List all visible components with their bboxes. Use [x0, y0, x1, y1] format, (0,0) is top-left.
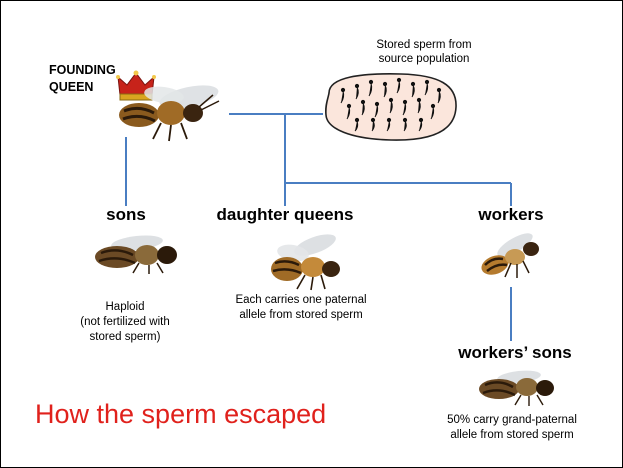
sons-heading: sons — [89, 205, 163, 225]
sons-caption-line2: (not fertilized with — [51, 315, 199, 330]
workers-sons-caption: 50% carry grand-paternal allele from sto… — [425, 413, 599, 443]
worker-bee-icon — [471, 233, 551, 281]
daughter-queens-caption: Each carries one paternal allele from st… — [221, 293, 381, 323]
daughter-queens-caption-line2: allele from stored sperm — [221, 308, 381, 323]
workers-son-bee-icon — [473, 367, 559, 407]
son-bee-icon — [87, 233, 183, 275]
daughter-queens-caption-line1: Each carries one paternal — [221, 293, 381, 308]
sons-caption-line1: Haploid — [51, 300, 199, 315]
daughter-queen-bee-icon — [263, 233, 353, 291]
founding-queen-label-line2: QUEEN — [49, 79, 116, 96]
sons-caption-line3: stored sperm) — [51, 330, 199, 345]
founding-queen-bee-icon — [109, 83, 231, 143]
workers-sons-heading: workers’ sons — [445, 343, 585, 363]
workers-sons-caption-line2: allele from stored sperm — [425, 428, 599, 443]
stored-sperm-label-line1: Stored sperm from — [349, 38, 499, 52]
sons-caption: Haploid (not fertilized with stored sper… — [51, 300, 199, 345]
sperm-sac-icon — [321, 71, 461, 143]
workers-sons-caption-line1: 50% carry grand-paternal — [425, 413, 599, 428]
workers-heading: workers — [466, 205, 556, 225]
stored-sperm-label-line2: source population — [349, 52, 499, 66]
daughter-queens-heading: daughter queens — [203, 205, 367, 225]
slide-title: How the sperm escaped — [35, 399, 326, 430]
stored-sperm-label: Stored sperm from source population — [349, 38, 499, 66]
founding-queen-label-line1: FOUNDING — [49, 62, 116, 79]
founding-queen-label: FOUNDING QUEEN — [49, 62, 116, 96]
